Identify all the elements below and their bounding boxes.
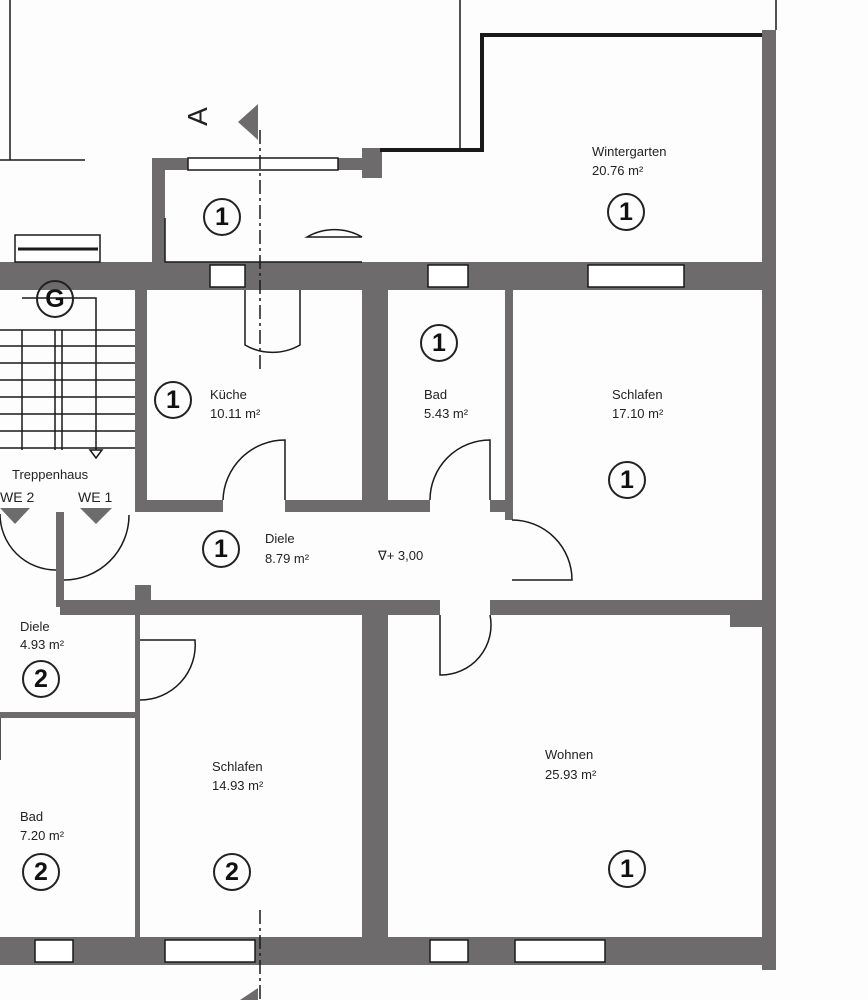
level-marker: ∇+ 3,00 [378,548,424,563]
room-area-diele1: 8.79 m² [265,551,310,566]
room-name-schlafen2: Schlafen [212,759,263,774]
room-area-wohnen: 25.93 m² [545,767,597,782]
room-area-schlafen2: 14.93 m² [212,778,264,793]
room-area-schlafen1: 17.10 m² [612,406,664,421]
room-area-diele2: 4.93 m² [20,637,65,652]
unit-badge-diele1: 1 [202,530,240,568]
markers [0,104,258,1000]
stair-badge: G [36,280,74,318]
room-name-wintergarten: Wintergarten [592,144,667,159]
room-name-kueche: Küche [210,387,247,402]
unit-badge-abstell: 1 [203,198,241,236]
walls [0,30,776,970]
room-area-kueche: 10.11 m² [210,406,261,421]
room-name-diele2: Diele [20,619,50,634]
room-name-diele1: Diele [265,531,295,546]
room-area-bad2: 7.20 m² [20,828,65,843]
section-marker: A [181,107,213,126]
we1-label: WE 1 [78,489,113,505]
room-area-bad1: 5.43 m² [424,406,469,421]
unit-badge-diele2: 2 [22,660,60,698]
room-name-wohnen: Wohnen [545,747,594,762]
we2-label: WE 2 [0,489,35,505]
room-name-bad1: Bad [424,387,448,402]
unit-badge-wintergarten: 1 [607,193,645,231]
unit-badge-wohnen: 1 [608,850,646,888]
unit-badge-bad1: 1 [420,324,458,362]
unit-badge-bad2: 2 [22,853,60,891]
unit-badge-kueche: 1 [154,381,192,419]
room-name-bad2: Bad [20,809,44,824]
unit-badge-schlafen1: 1 [608,461,646,499]
room-area-wintergarten: 20.76 m² [592,163,644,178]
lines [0,0,777,1000]
unit-badge-schlafen2: 2 [213,853,251,891]
room-name-schlafen1: Schlafen [612,387,663,402]
stair-label: Treppenhaus [12,467,89,482]
windows [14,157,685,963]
